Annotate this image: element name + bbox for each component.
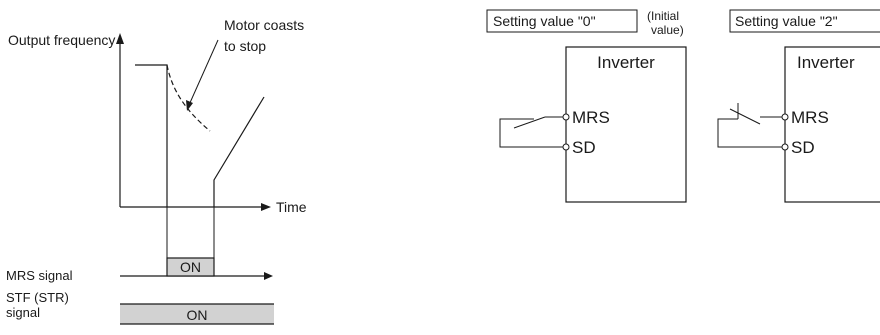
sd-0-terminal-label: SD <box>572 138 596 157</box>
inverter-2-label: Inverter <box>797 53 855 72</box>
initial-value-note-line-2: value) <box>651 23 684 37</box>
initial-value-note-line-1: (Initial <box>647 9 679 23</box>
coast-to-stop-curve <box>166 64 211 132</box>
y-axis-label: Output frequency <box>8 32 115 48</box>
frequency-restart-segment <box>213 96 265 207</box>
setting-0-label-box <box>486 9 638 33</box>
frequency-run-segment <box>135 64 168 207</box>
mrs-2-terminal-icon <box>781 113 789 121</box>
mrs-2-terminal-label: MRS <box>791 108 829 127</box>
timing-chart: Output frequency Time Motor coasts to st… <box>6 17 307 325</box>
mrs-0-terminal-icon <box>562 113 570 121</box>
setting-2-label: Setting value "2" <box>735 13 838 29</box>
inverter-2-box <box>784 46 880 203</box>
inverter-0-label: Inverter <box>597 53 655 72</box>
x-axis-label: Time <box>276 199 307 215</box>
switch-2-normally-closed <box>729 108 761 125</box>
wiring-setting-2: Setting value "2" Inverter MRS SD <box>717 9 880 203</box>
wiring-setting-0: Setting value "0" (Initial value) Invert… <box>486 9 687 203</box>
circuit-2-wire <box>717 118 782 148</box>
stf-signal-label-line-1: STF (STR) <box>6 290 69 305</box>
mrs-on-pulse <box>166 257 215 277</box>
stf-signal-label-line-2: signal <box>6 305 40 320</box>
mrs-signal-label: MRS signal <box>6 268 73 283</box>
inverter-0-box <box>565 46 687 203</box>
sd-2-terminal-label: SD <box>791 138 815 157</box>
mrs-on-label: ON <box>180 259 201 275</box>
setting-0-label: Setting value "0" <box>493 13 596 29</box>
stf-on-label: ON <box>187 307 208 323</box>
sd-2-terminal-icon <box>781 143 789 151</box>
x-axis-arrowhead <box>261 203 271 211</box>
y-axis-arrowhead <box>116 33 124 44</box>
annotation-arrowhead <box>186 100 193 111</box>
annotation-leader <box>188 39 219 106</box>
mrs-signal-arrowhead <box>264 272 273 280</box>
setting-2-label-box <box>729 9 880 33</box>
sd-0-terminal-icon <box>562 143 570 151</box>
mrs-0-terminal-label: MRS <box>572 108 610 127</box>
annotation-line-1: Motor coasts <box>224 17 304 33</box>
switch-0-normally-open <box>513 116 546 129</box>
stf-on-band <box>120 304 274 324</box>
annotation-line-2: to stop <box>224 38 266 54</box>
circuit-0-wire <box>499 118 563 148</box>
